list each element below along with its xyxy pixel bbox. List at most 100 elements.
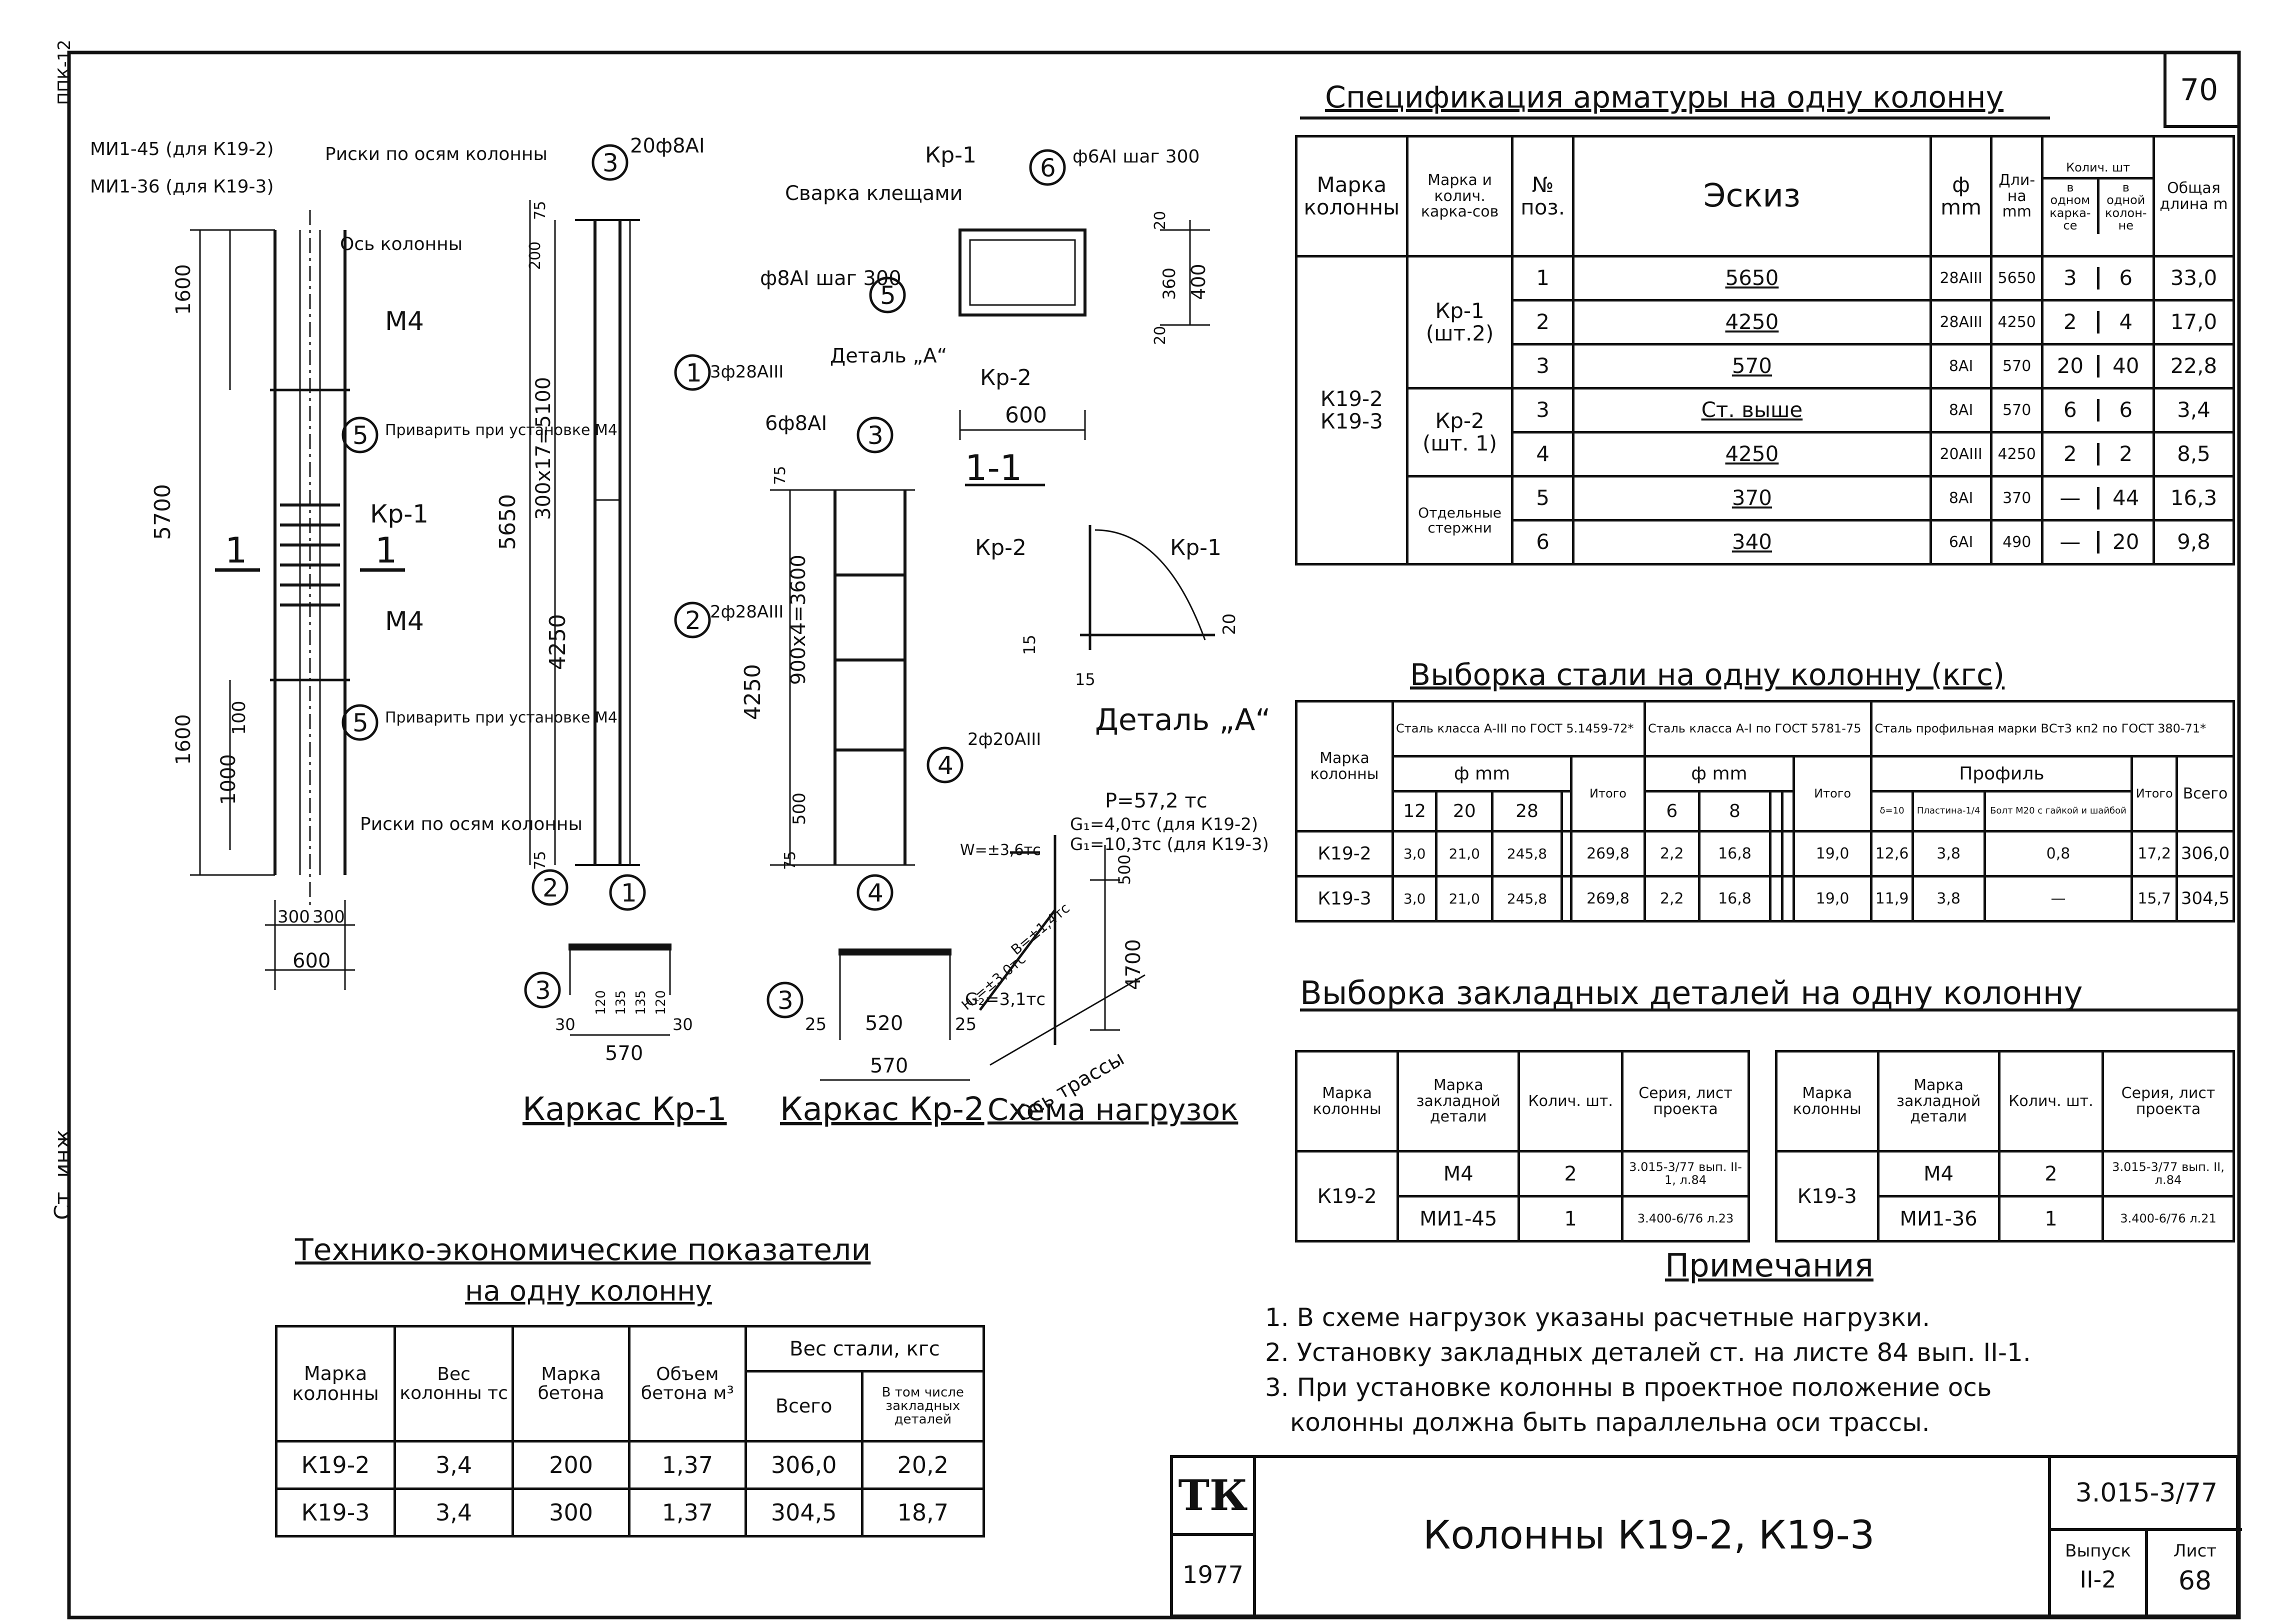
spec-q2: 44 <box>2112 486 2140 510</box>
tech-volume: 1,37 <box>628 1488 747 1538</box>
tech-title-1: Технико-экономические показатели <box>295 1232 871 1268</box>
kr1-dim-200: 200 <box>526 242 544 270</box>
kr1-sec-135a: 135 <box>614 990 628 1015</box>
embed-ser-r-1: 3.400-6/76 л.21 <box>2102 1195 2235 1242</box>
col-label-mi1-36: МИ1-36 (для К19-3) <box>90 176 274 197</box>
spec-pos: 2 <box>1511 299 1574 346</box>
note-4: колонны должна быть параллельна оси трас… <box>1290 1408 1930 1437</box>
steel-prof-val: — <box>1983 875 2134 922</box>
kr1-sec-120a: 120 <box>594 990 608 1015</box>
tech-all: 306,0 <box>744 1440 864 1490</box>
load-p: P=57,2 тс <box>1105 790 1208 812</box>
notes-title: Примечания <box>1665 1248 1874 1284</box>
steel-prof-val: 0,8 <box>1983 830 2134 878</box>
kr1-dim-75: 75 <box>532 201 549 220</box>
tech-weight: 3,4 <box>394 1440 514 1490</box>
col-label-kr1: Кр-1 <box>370 500 428 528</box>
embed-mark-r: К19-3 <box>1775 1150 1880 1242</box>
spec-q2: 6 <box>2119 398 2133 422</box>
detA-title: Деталь „А“ <box>1095 702 1271 738</box>
steel-a3-total: 269,8 <box>1570 875 1646 922</box>
svg-text:1: 1 <box>686 358 702 388</box>
spec-column-mark: К19-3 <box>1320 408 1383 434</box>
embed-qty-l-0: 2 <box>1518 1150 1624 1198</box>
load-g1-a: G₁=4,0тс (для К19-2) <box>1070 814 1258 834</box>
spec-sketch: 370 <box>1572 475 1932 522</box>
side-stamp-inj: Ст. инж. <box>50 1122 76 1220</box>
embed-part-r-0: М4 <box>1876 1150 2000 1198</box>
section-mark-left: 1 <box>225 530 248 571</box>
spec-pos: 5 <box>1511 475 1574 522</box>
spec-q2: 2 <box>2119 442 2133 466</box>
sec-dim-20b: 20 <box>1152 326 1169 345</box>
steel-a3-val: 21,0 <box>1435 875 1494 922</box>
spec-frame-frame: Отдельные стержни <box>1418 504 1502 536</box>
steel-a1-val: 2,2 <box>1644 830 1700 878</box>
dim-1600-top: 1600 <box>172 264 195 315</box>
steel-title: Выборка стали на одну колонну (кгс) <box>1410 658 2005 692</box>
kr1-sec-570: 570 <box>605 1042 643 1065</box>
spec-q1: 3 <box>2044 267 2100 290</box>
kr2-dim-4250: 4250 <box>740 664 766 720</box>
col-label-risks-2: Риски по осям колонны <box>360 814 582 834</box>
steel-a1-spare-2 <box>1780 790 1795 832</box>
spec-frame-group: Кр-1(шт.2) <box>1406 255 1514 390</box>
detA-label-kr1: Кр-1 <box>1170 535 1222 560</box>
title-block: ТК 1977 Колонны К19-2, К19-3 3.015-3/77 … <box>1170 1455 2242 1618</box>
embed-h-qty-l: Колич. шт. <box>1518 1050 1624 1152</box>
svg-text:2: 2 <box>542 874 558 902</box>
frame-kr2-elevation <box>770 489 970 1081</box>
tech-h-embed: В том числе закладных деталей <box>860 1370 986 1442</box>
sec-dim-360: 360 <box>1160 268 1180 300</box>
spec-total: 8,5 <box>2152 431 2236 478</box>
tech-h-steel: Вес стали, кгс <box>744 1325 986 1372</box>
spec-pos: 1 <box>1511 255 1574 302</box>
svg-text:3: 3 <box>778 986 794 1015</box>
svg-text:6: 6 <box>1040 154 1056 182</box>
spec-frame-frame: Кр-2 <box>1435 408 1484 434</box>
steel-a1-blank-2 <box>1780 830 1795 878</box>
spec-frame-group: Отдельные стержни <box>1406 475 1514 566</box>
kr2-dim-75: 75 <box>772 466 789 485</box>
spec-q1: 2 <box>2044 443 2100 466</box>
spec-len: 570 <box>1990 343 2044 390</box>
col-label-mi1-45: МИ1-45 (для К19-2) <box>90 139 274 160</box>
kr1-sec-30b: 30 <box>672 1015 693 1034</box>
embed-h-ser-r: Серия, лист проекта <box>2102 1050 2235 1152</box>
tech-embed: 18,7 <box>860 1488 986 1538</box>
drawing-labels: МИ1-45 (для К19-2) МИ1-36 (для К19-3) Ри… <box>50 40 1271 1220</box>
kr2-label-2f20: 2ф20АIII <box>968 730 1041 750</box>
sec-title: 1-1 <box>965 448 1022 488</box>
spec-pos: 4 <box>1511 431 1574 478</box>
embed-table-right: Марка колонны Марка закладной детали Кол… <box>1775 1050 2235 1242</box>
spec-q2: 4 <box>2119 310 2133 334</box>
steel-h-mark: Марка колонны <box>1295 700 1394 832</box>
stamp-issue-label: Выпуск <box>2065 1541 2131 1561</box>
spec-h-mark: Марка колонны <box>1295 135 1408 258</box>
sec-label-f6: ф6АI шаг 300 <box>1072 146 1200 167</box>
spec-dia: 20АIII <box>1929 431 1993 478</box>
spec-total: 16,3 <box>2152 475 2236 522</box>
spec-q1: 2 <box>2044 311 2100 334</box>
kr1-dim-4250: 4250 <box>545 614 570 670</box>
steel-prof-col: Пластина-1/4 <box>1911 790 1986 832</box>
detail-a <box>1080 525 1215 650</box>
steel-a1-blank-1 <box>1769 830 1784 878</box>
svg-text:5: 5 <box>352 708 368 738</box>
spec-frame-frame: Кр-1 <box>1435 298 1484 324</box>
kr1-dim-75-b: 75 <box>532 851 549 870</box>
embed-h-part-l: Марка закладной детали <box>1396 1050 1520 1152</box>
embed-h-mark-l: Марка колонны <box>1294 1050 1400 1152</box>
tech-volume: 1,37 <box>628 1440 747 1490</box>
embed-title: Выборка закладных деталей на одну колонн… <box>1300 975 2083 1012</box>
spec-title: Спецификация арматуры на одну колонну <box>1325 80 2004 115</box>
steel-a3-val: 245,8 <box>1491 875 1563 922</box>
spec-len: 5650 <box>1990 255 2044 302</box>
kr2-sec-25a: 25 <box>805 1014 826 1034</box>
